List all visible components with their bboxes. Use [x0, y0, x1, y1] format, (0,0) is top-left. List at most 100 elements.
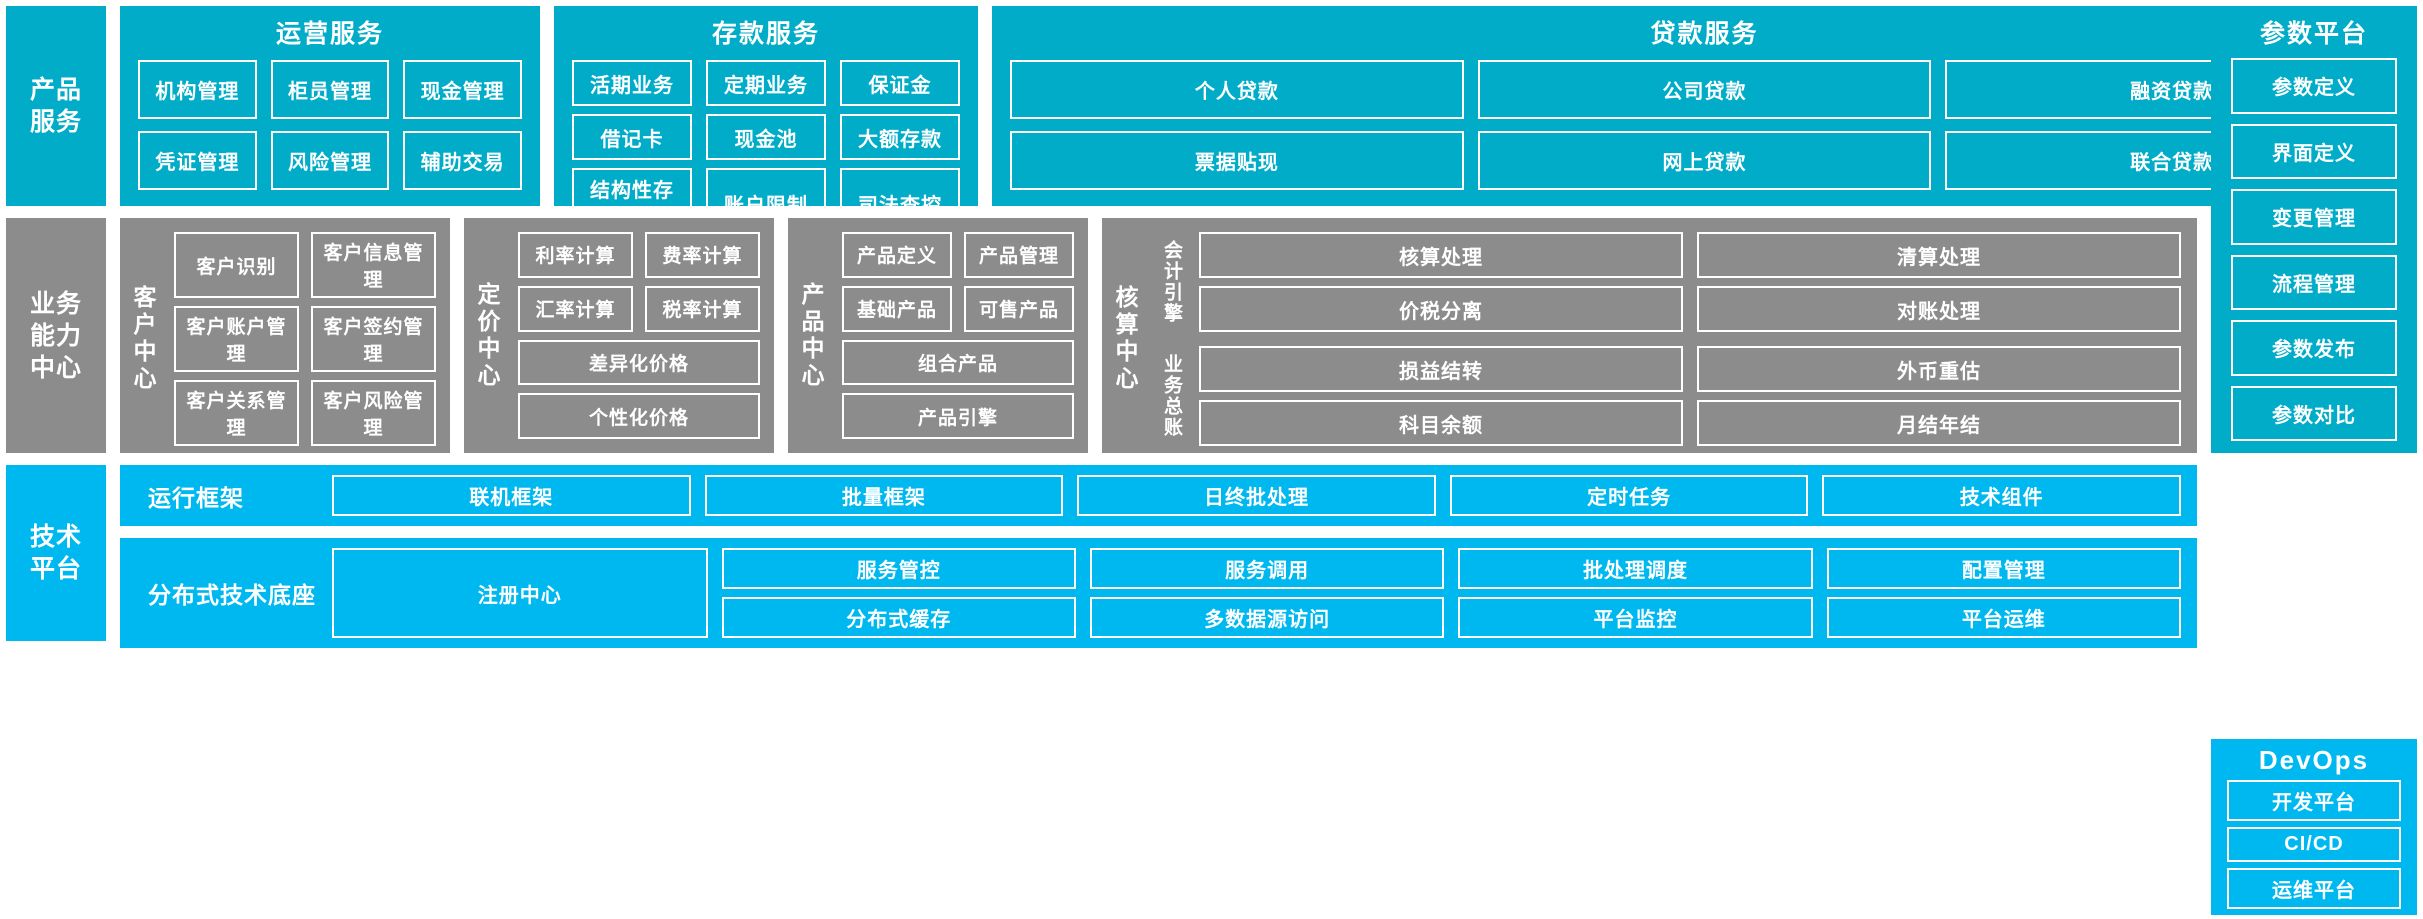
panel-customer-center: 客户中心 客户识别 客户信息管理 客户账户管理 客户签约管理 客户关系管理 客户… [120, 218, 450, 453]
tile-product-management[interactable]: 产品管理 [964, 232, 1074, 278]
tile-development-platform[interactable]: 开发平台 [2227, 780, 2401, 821]
cell-service-governance[interactable]: 服务管控 [721, 548, 1076, 589]
tile-operations-platform[interactable]: 运维平台 [2227, 868, 2401, 909]
tile-personalized-pricing[interactable]: 个性化价格 [518, 393, 760, 439]
tile-fee-rate-calculation[interactable]: 费率计算 [645, 232, 760, 278]
band-product-services: 产品 服务 运营服务 机构管理 柜员管理 现金管理 凭证管理 风险管理 辅助交易… [6, 6, 2417, 238]
spine-technology-platform: 技术 平台 [6, 465, 106, 641]
tile-grid-devops: 开发平台 CI/CD 运维平台 [2227, 780, 2401, 909]
tile-reconciliation-processing[interactable]: 对账处理 [1697, 286, 2181, 332]
tech-cell-grid-distributed-foundation: 注册中心 服务管控 服务调用 批处理调度 配置管理 分布式缓存 多数据源访问 平… [332, 548, 2181, 638]
tile-foreign-currency-revaluation[interactable]: 外币重估 [1697, 346, 2181, 392]
tile-large-deposit[interactable]: 大额存款 [840, 114, 960, 160]
tile-customer-account-management[interactable]: 客户账户管理 [174, 306, 299, 372]
panel-title-deposit-services: 存款服务 [711, 20, 820, 48]
group-business-general-ledger: 业务总账 损益结转 外币重估 科目余额 月结年结 [1152, 346, 2181, 446]
vlabel-accounting-center: 核算中心 [1112, 285, 1138, 393]
tile-teller-management[interactable]: 柜员管理 [270, 60, 390, 119]
cell-configuration-management[interactable]: 配置管理 [1826, 548, 2181, 589]
tile-product-definition[interactable]: 产品定义 [842, 232, 952, 278]
tile-grid-pricing-center: 利率计算 费率计算 汇率计算 税率计算 差异化价格 个性化价格 [510, 218, 774, 453]
tile-org-management[interactable]: 机构管理 [138, 60, 257, 119]
vlabel-pricing-center: 定价中心 [474, 281, 500, 390]
panel-title-operation-services: 运营服务 [275, 20, 384, 48]
tile-bill-discount[interactable]: 票据贴现 [1010, 131, 1464, 190]
tile-sellable-product[interactable]: 可售产品 [964, 285, 1074, 332]
tile-customer-info-management[interactable]: 客户信息管理 [311, 232, 436, 298]
tile-customer-risk-management[interactable]: 客户风险管理 [311, 380, 436, 446]
tile-margin-deposit[interactable]: 保证金 [840, 60, 960, 106]
tile-product-engine[interactable]: 产品引擎 [842, 393, 1074, 439]
cell-technical-component[interactable]: 技术组件 [1822, 475, 2181, 516]
tile-price-tax-separation[interactable]: 价税分离 [1199, 286, 1683, 332]
tile-parameter-definition[interactable]: 参数定义 [2231, 58, 2397, 114]
tile-process-management[interactable]: 流程管理 [2231, 254, 2397, 310]
panel-accounting-center: 核算中心 会计引擎 核算处理 清算处理 价税分离 对账处理 业务总账 [1102, 218, 2197, 453]
panel-title-loan-services: 贷款服务 [1650, 20, 1759, 48]
tile-parameter-publishing[interactable]: 参数发布 [2231, 320, 2397, 376]
cell-distributed-cache[interactable]: 分布式缓存 [721, 597, 1076, 638]
tile-time-deposit[interactable]: 定期业务 [706, 60, 826, 106]
cell-multi-datasource-access[interactable]: 多数据源访问 [1089, 597, 1445, 638]
spine-product-services: 产品 服务 [6, 6, 106, 206]
tile-grid-loan-services: 个人贷款 公司贷款 融资贷款 票据贴现 网上贷款 联合贷款 [992, 54, 2417, 206]
cell-platform-monitoring[interactable]: 平台监控 [1458, 597, 1813, 638]
tile-interface-definition[interactable]: 界面定义 [2231, 123, 2397, 179]
tile-differentiated-pricing[interactable]: 差异化价格 [518, 339, 760, 386]
tile-online-loan[interactable]: 网上贷款 [1477, 131, 1932, 190]
panel-title-parameter-platform: 参数平台 [2259, 20, 2368, 48]
cell-scheduled-task[interactable]: 定时任务 [1449, 475, 1809, 516]
tile-demand-deposit[interactable]: 活期业务 [572, 60, 692, 106]
tile-personal-loan[interactable]: 个人贷款 [1010, 60, 1464, 119]
cell-end-of-day-batch[interactable]: 日终批处理 [1077, 475, 1436, 516]
tile-accounting-processing[interactable]: 核算处理 [1199, 232, 1683, 278]
tech-row-runtime-framework: 运行框架 联机框架 批量框架 日终批处理 定时任务 技术组件 [120, 465, 2197, 526]
band-business-capability: 业务 能力 中心 客户中心 客户识别 客户信息管理 客户账户管理 客户签约管理 … [6, 218, 2417, 453]
group-accounting-engine: 会计引擎 核算处理 清算处理 价税分离 对账处理 [1152, 232, 2181, 332]
spine-business-capability: 业务 能力 中心 [6, 218, 106, 453]
cell-batch-framework[interactable]: 批量框架 [704, 475, 1064, 516]
tile-interest-rate-calculation[interactable]: 利率计算 [518, 232, 633, 278]
cell-online-framework[interactable]: 联机框架 [332, 475, 691, 516]
tile-grid-parameter-platform: 参数定义 界面定义 变更管理 流程管理 参数发布 参数对比 [2211, 54, 2417, 453]
tile-cash-management[interactable]: 现金管理 [403, 60, 522, 119]
tile-customer-relationship-management[interactable]: 客户关系管理 [174, 380, 299, 446]
tech-row-distributed-foundation: 分布式技术底座 注册中心 服务管控 服务调用 批处理调度 配置管理 分布式缓存 … [120, 538, 2197, 648]
tech-row-label-distributed-foundation: 分布式技术底座 [148, 582, 316, 608]
tile-exchange-rate-calculation[interactable]: 汇率计算 [518, 285, 633, 332]
tile-change-management[interactable]: 变更管理 [2231, 189, 2397, 245]
panel-devops: DevOps 开发平台 CI/CD 运维平台 [2211, 739, 2417, 915]
cell-platform-operations[interactable]: 平台运维 [1826, 597, 2181, 638]
tile-customer-identification[interactable]: 客户识别 [174, 232, 299, 298]
tile-debit-card[interactable]: 借记卡 [572, 114, 692, 160]
tile-account-balance[interactable]: 科目余额 [1199, 400, 1683, 446]
tile-profit-loss-carryover[interactable]: 损益结转 [1199, 346, 1683, 392]
tile-grid-product-center: 产品定义 产品管理 基础产品 可售产品 组合产品 产品引擎 [834, 218, 1088, 453]
tile-settlement-processing[interactable]: 清算处理 [1697, 232, 2181, 278]
tile-cash-pool[interactable]: 现金池 [706, 114, 826, 160]
cell-registry-center[interactable]: 注册中心 [332, 548, 708, 638]
cell-batch-scheduling[interactable]: 批处理调度 [1458, 548, 1813, 589]
tech-cell-grid-runtime-framework: 联机框架 批量框架 日终批处理 定时任务 技术组件 [332, 475, 2181, 516]
panel-loan-services: 贷款服务 个人贷款 公司贷款 融资贷款 票据贴现 网上贷款 联合贷款 [992, 6, 2417, 206]
panel-deposit-services: 存款服务 活期业务 定期业务 保证金 借记卡 现金池 大额存款 结构性存款 账户… [554, 6, 978, 238]
tile-parameter-comparison[interactable]: 参数对比 [2231, 385, 2397, 441]
tile-tax-rate-calculation[interactable]: 税率计算 [645, 285, 760, 332]
tile-grid-customer-center: 客户识别 客户信息管理 客户账户管理 客户签约管理 客户关系管理 客户风险管理 [166, 218, 450, 460]
tile-risk-management[interactable]: 风险管理 [270, 131, 390, 190]
vlabel-product-center: 产品中心 [798, 281, 824, 390]
tile-customer-contract-management[interactable]: 客户签约管理 [311, 306, 436, 372]
tile-grid-operation-services: 机构管理 柜员管理 现金管理 凭证管理 风险管理 辅助交易 [120, 54, 540, 206]
panel-operation-services: 运营服务 机构管理 柜员管理 现金管理 凭证管理 风险管理 辅助交易 [120, 6, 540, 206]
tile-ci-cd[interactable]: CI/CD [2227, 827, 2401, 862]
band-technology-platform: 技术 平台 运行框架 联机框架 批量框架 日终批处理 定时任务 技术组件 分布式… [6, 465, 2417, 648]
tile-auxiliary-transaction[interactable]: 辅助交易 [403, 131, 522, 190]
tile-basic-product[interactable]: 基础产品 [842, 285, 952, 332]
tech-row-label-runtime-framework: 运行框架 [148, 484, 244, 511]
tile-corporate-loan[interactable]: 公司贷款 [1477, 60, 1932, 119]
tile-composite-product[interactable]: 组合产品 [842, 339, 1074, 386]
cell-service-invocation[interactable]: 服务调用 [1089, 548, 1445, 589]
tile-voucher-management[interactable]: 凭证管理 [138, 131, 257, 190]
tile-month-year-end-closing[interactable]: 月结年结 [1697, 400, 2181, 446]
